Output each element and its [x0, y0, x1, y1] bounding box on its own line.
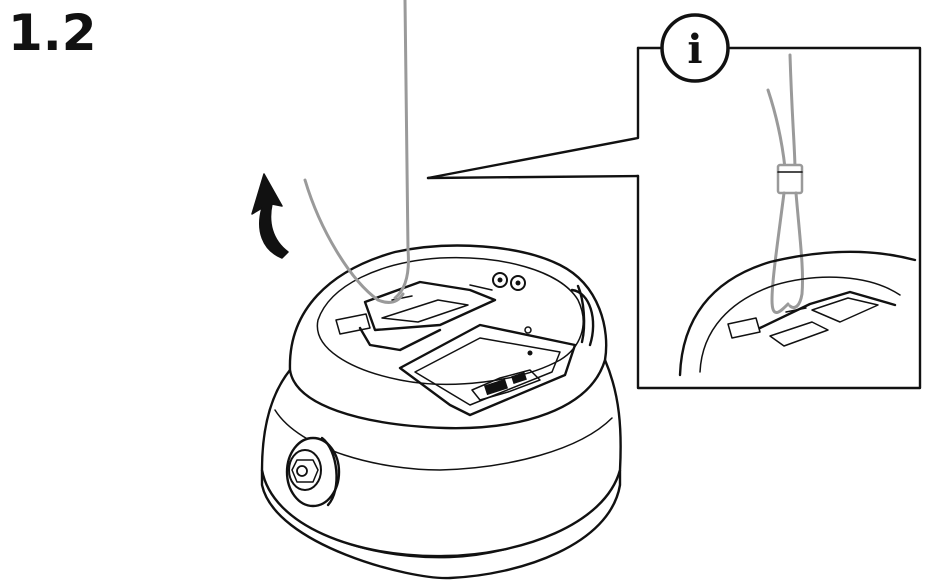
- front-knob: [285, 436, 341, 508]
- info-symbol: i: [687, 26, 702, 73]
- rotate-up-arrow-icon: [251, 173, 289, 259]
- circuit-compartment: [398, 323, 577, 417]
- info-callout-box: [636, 46, 922, 390]
- safety-wire: [303, 0, 410, 304]
- top-bracket: [335, 280, 497, 352]
- callout-pointer: [426, 46, 640, 180]
- info-icon: i: [660, 13, 730, 83]
- device-housing: [260, 244, 622, 580]
- step-number: 1.2: [8, 4, 97, 62]
- top-lens-bumps: [492, 272, 526, 291]
